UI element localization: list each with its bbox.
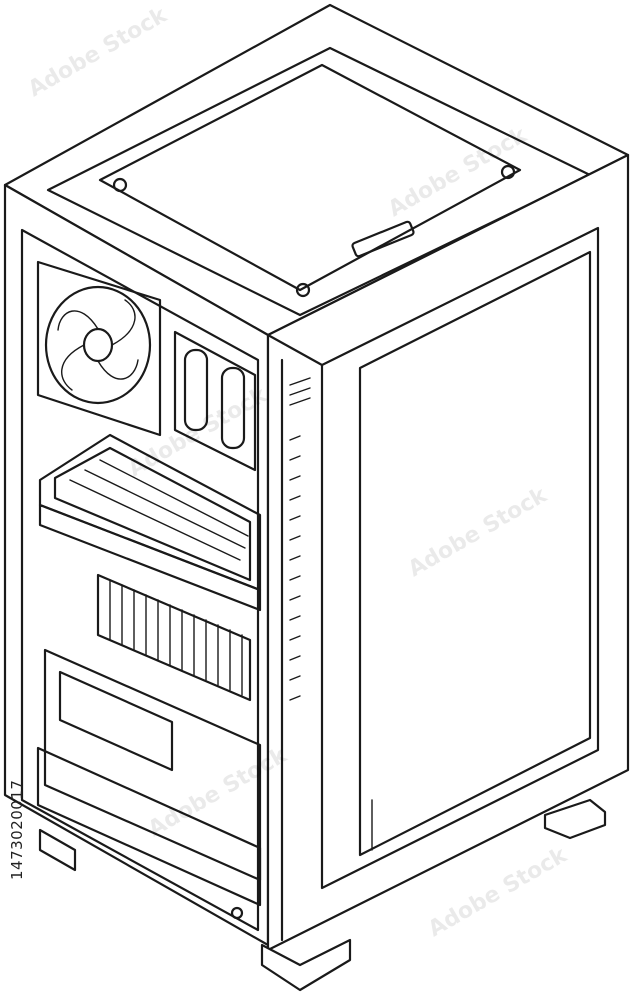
case-foot <box>260 938 352 992</box>
case-foot <box>38 828 77 872</box>
top-screw <box>500 164 516 180</box>
top-screw <box>112 177 128 193</box>
top-panel <box>98 63 522 292</box>
top-screw <box>295 282 311 298</box>
front-vent <box>289 435 301 701</box>
power-button <box>351 220 415 258</box>
case-foot <box>543 798 607 840</box>
stock-id-label: 1473020017 <box>8 779 26 880</box>
case-fan <box>36 260 162 437</box>
heatsink <box>96 573 252 702</box>
graphics-card <box>38 433 262 612</box>
case-front <box>266 153 630 952</box>
ram-modules <box>173 330 257 472</box>
front-panel <box>358 250 592 857</box>
power-supply <box>36 648 262 920</box>
